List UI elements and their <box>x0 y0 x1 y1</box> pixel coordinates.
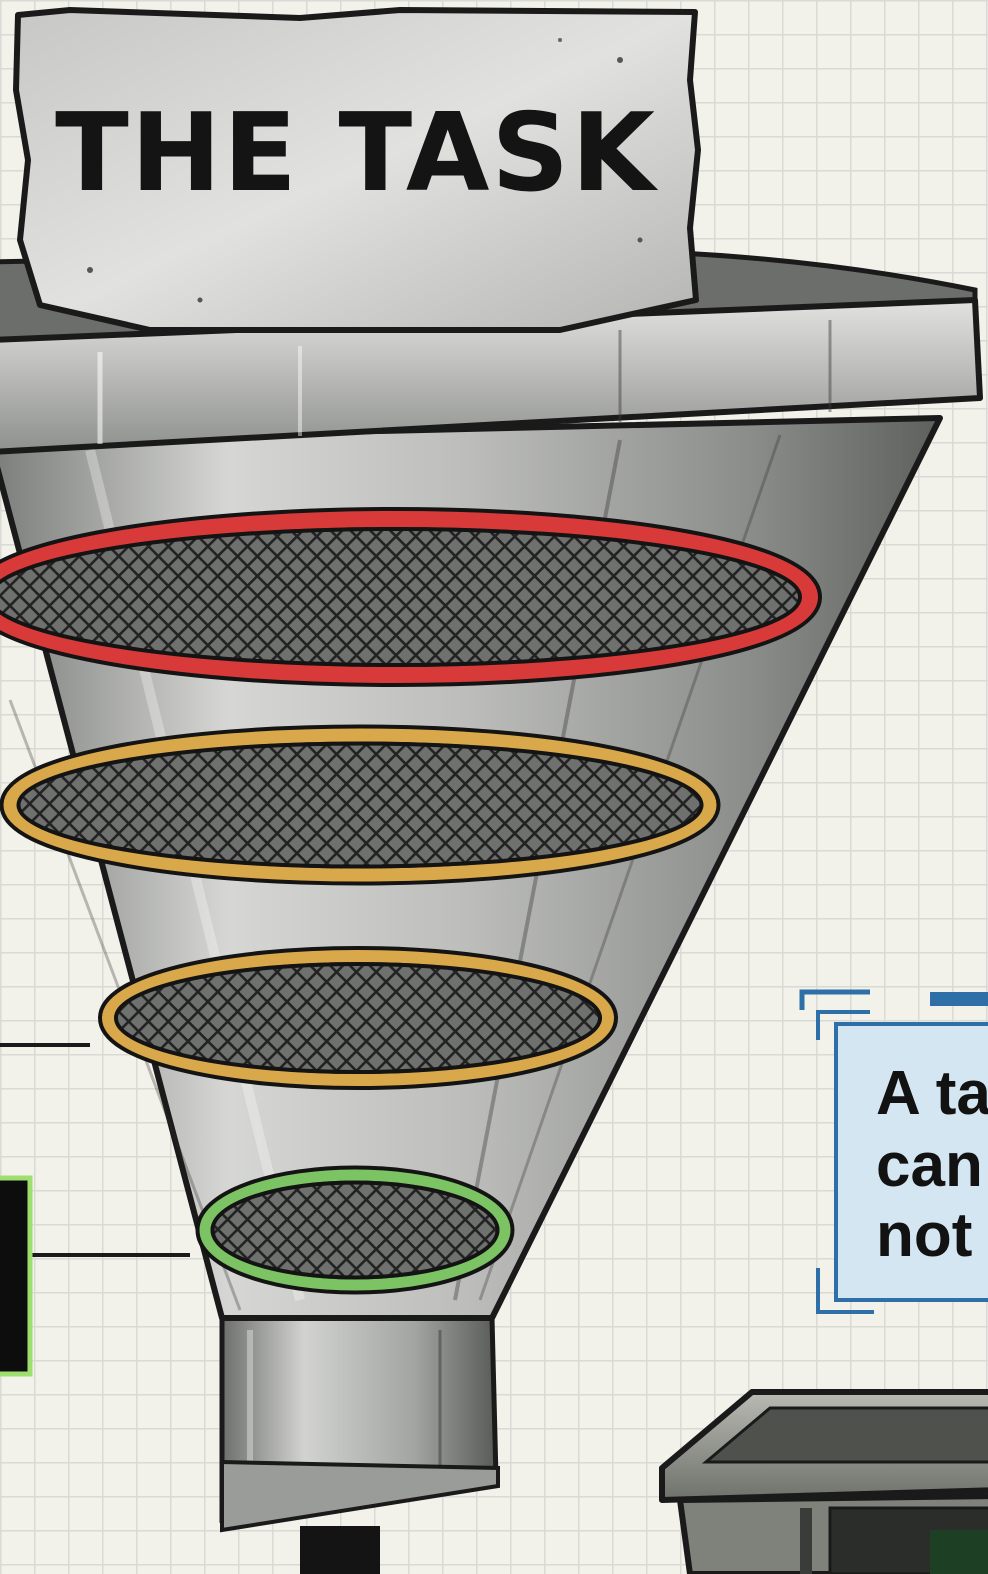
red-filter-ring <box>0 511 818 683</box>
collection-bin <box>659 1389 988 1574</box>
callout-note-line-3: not <box>876 1201 972 1270</box>
left-output-box <box>0 1175 33 1377</box>
filter-rings <box>0 507 822 1295</box>
red-filter <box>0 507 822 687</box>
amber-filter-lower-ring <box>102 950 614 1086</box>
task-block: THE TASK <box>13 7 701 333</box>
green-filter-mesh <box>210 1180 500 1280</box>
amber-filter-upper <box>0 724 721 886</box>
callout-note-line-1: A ta <box>876 1059 988 1128</box>
task-block-label: THE TASK <box>55 91 658 216</box>
amber-filter-lower-mesh <box>114 962 602 1074</box>
green-filter-ring <box>199 1169 511 1291</box>
callout-note: A ta can not <box>799 989 988 1314</box>
amber-filter-lower <box>98 946 618 1090</box>
red-filter-mesh <box>0 527 802 667</box>
funnel-spout <box>219 1315 500 1574</box>
amber-filter-upper-mesh <box>16 741 704 869</box>
callout-note-line-2: can <box>876 1131 983 1200</box>
green-filter <box>195 1165 515 1295</box>
amber-filter-upper-ring <box>3 728 717 882</box>
